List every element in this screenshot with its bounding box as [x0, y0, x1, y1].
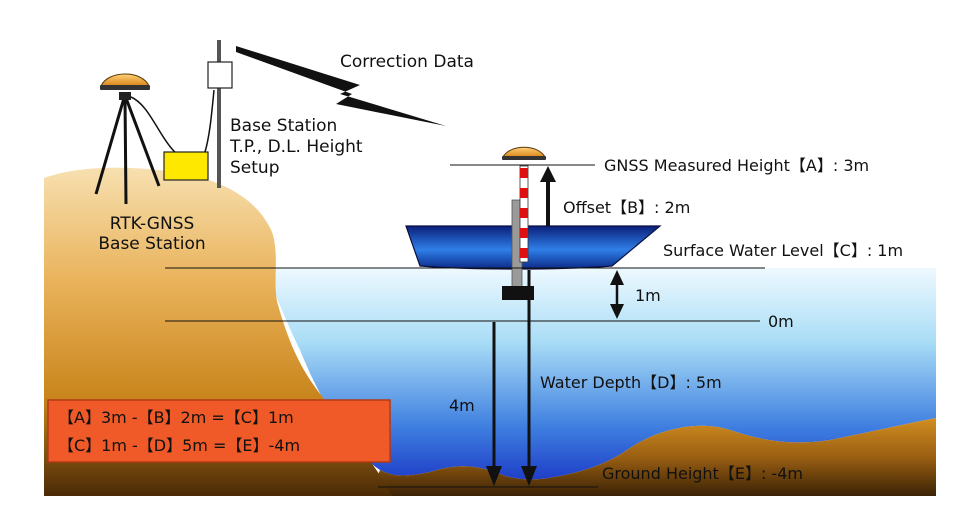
water-depth-arrow [521, 270, 537, 486]
rover-antenna-icon [502, 146, 546, 158]
rtk-gnss-label-line1: RTK-GNSS [110, 214, 195, 234]
four-meter-arrow [486, 322, 502, 486]
formula-line-1: 【A】3m -【B】2m =【C】1m [58, 408, 294, 427]
rtk-gnss-base-station [94, 73, 179, 205]
water-depth-label: Water Depth【D】: 5m [540, 373, 722, 392]
correction-signal-bolt [236, 46, 446, 126]
transducer [502, 286, 534, 300]
zero-meter-label: 0m [768, 312, 794, 331]
base-station-label-line3: Setup [230, 158, 279, 178]
formula-box: 【A】3m -【B】2m =【C】1m 【C】1m -【D】5m =【E】-4m [47, 399, 391, 463]
base-station-radio [163, 40, 233, 188]
correction-data-label: Correction Data [340, 52, 474, 72]
formula-line-2: 【C】1m -【D】5m =【E】-4m [58, 436, 300, 455]
radio-antenna-box [207, 61, 233, 89]
gnss-antenna-icon [100, 73, 150, 87]
survey-boat [405, 146, 662, 300]
one-meter-arrow [610, 270, 624, 319]
lake-bed [370, 418, 936, 496]
base-station-label-line2: T.P., D.L. Height [229, 137, 363, 157]
surface-water-level-label: Surface Water Level【C】: 1m [663, 241, 903, 260]
controller-box [163, 151, 209, 181]
ground-height-label: Ground Height【E】: -4m [602, 464, 803, 483]
gnss-rover-pole [519, 165, 529, 263]
rtk-gnss-label-line2: Base Station [98, 234, 205, 254]
four-meter-label: 4m [449, 396, 475, 415]
one-meter-label: 1m [635, 286, 661, 305]
base-station-label-line1: Base Station [230, 116, 337, 136]
offset-arrow [540, 166, 556, 226]
offset-label: Offset【B】: 2m [563, 198, 690, 217]
gnss-measured-height-label: GNSS Measured Height【A】: 3m [604, 156, 869, 175]
